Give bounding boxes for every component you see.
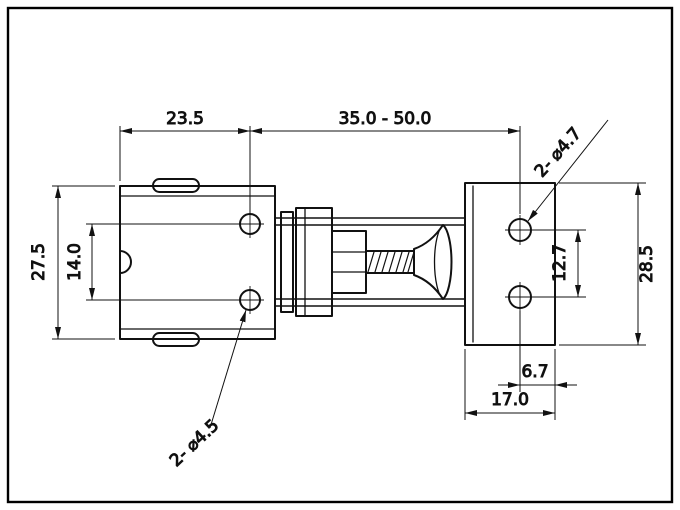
dim-height-left-label: 27.5 xyxy=(29,243,49,281)
right-bracket-body xyxy=(464,182,556,346)
leader-holes-right: 2- ⌀4.7 xyxy=(527,119,609,222)
catch-horn xyxy=(413,224,453,300)
dim-width-left-label: 23.5 xyxy=(166,109,204,129)
left-bracket-body xyxy=(119,185,276,340)
dimension-width-right: 17.0 xyxy=(464,349,556,420)
center-marks xyxy=(236,210,535,314)
dim-width-adjustable-label: 35.0 - 50.0 xyxy=(339,109,432,129)
border-frame xyxy=(6,6,674,504)
label-holes-right: 2- ⌀4.7 xyxy=(531,124,586,182)
dim-width-right-label: 17.0 xyxy=(491,390,529,410)
dim-hole-edge-offset-label: 6.7 xyxy=(521,362,548,382)
dimension-height-right: 28.5 xyxy=(559,182,658,346)
horn-mouth-rim xyxy=(433,224,444,300)
label-holes-left: 2- ⌀4.5 xyxy=(166,416,223,471)
leader-holes-left: 2- ⌀4.5 xyxy=(165,309,247,471)
dim-height-right-label: 28.5 xyxy=(637,245,657,283)
dimension-right-hole-spacing: 12.7 xyxy=(533,229,586,298)
hex-nut xyxy=(331,230,367,294)
dim-left-hole-spacing-label: 14.0 xyxy=(65,243,85,281)
dimension-hole-edge-offset: 6.7 xyxy=(498,311,577,392)
left-bracket-top-slot xyxy=(152,178,200,193)
left-edge-notch xyxy=(119,250,132,274)
clamp-plate xyxy=(280,211,294,313)
screw-assembly xyxy=(274,207,466,317)
dimension-left-hole-spacing: 14.0 xyxy=(65,223,239,301)
left-bracket xyxy=(119,178,276,347)
left-bracket-bottom-slot xyxy=(152,332,200,347)
right-bracket xyxy=(464,182,556,346)
dimension-width-adjustable: 35.0 - 50.0 xyxy=(250,109,521,214)
dimensions: 23.5 35.0 - 50.0 2- ⌀4.7 27.5 14.0 xyxy=(29,109,658,472)
dim-right-hole-spacing-label: 12.7 xyxy=(550,244,570,282)
dimension-height-left: 27.5 xyxy=(29,185,115,340)
thread-hatching xyxy=(367,251,415,273)
dimension-width-left: 23.5 xyxy=(119,109,251,213)
